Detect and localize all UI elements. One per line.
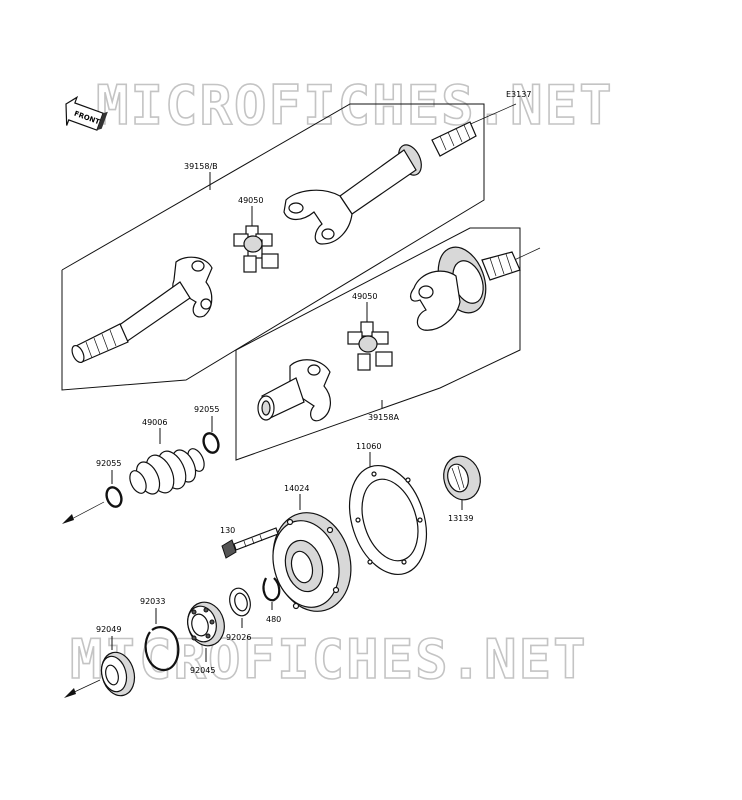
label-92026: 92026 — [226, 633, 251, 642]
watermark-bottom: MICROFICHES.NET — [70, 628, 588, 691]
label-92049: 92049 — [96, 625, 121, 634]
boot-49006 — [129, 428, 205, 495]
watermark-top: MICROFICHES.NET — [96, 74, 614, 137]
label-39158B: 39158/B — [184, 162, 218, 171]
bolt-130 — [221, 527, 279, 559]
label-92055-right: 92055 — [194, 405, 219, 414]
shaft-box-upper — [61, 103, 517, 391]
universal-joint-49050-lower — [347, 302, 393, 371]
label-92045: 92045 — [190, 666, 215, 675]
universal-joint-49050-upper — [233, 206, 279, 273]
shaft-39158B-right — [283, 121, 477, 245]
housing-14024 — [272, 494, 352, 612]
label-11060: 11060 — [356, 442, 381, 451]
label-92033: 92033 — [140, 597, 165, 606]
nut-13139 — [443, 455, 481, 510]
label-49050-upper: 49050 — [238, 196, 263, 205]
label-49006: 49006 — [142, 418, 167, 427]
label-14024: 14024 — [284, 484, 309, 493]
diagram-code: E3137 — [506, 90, 531, 99]
front-arrow-icon: FRONT — [65, 95, 108, 131]
oil-seal-92049 — [64, 636, 136, 698]
label-480: 480 — [266, 615, 281, 624]
shaft-39158A-right — [410, 246, 521, 331]
circlip-92033 — [144, 608, 180, 672]
shaft-39158B-left — [71, 256, 213, 364]
label-39158A: 39158A — [368, 413, 399, 422]
shaft-39158A-left — [257, 359, 331, 422]
snap-ring-480 — [262, 577, 281, 610]
washer-92026 — [229, 587, 251, 628]
label-130: 130 — [220, 526, 235, 535]
gasket-11060 — [349, 452, 427, 576]
label-92055-left: 92055 — [96, 459, 121, 468]
label-49050-lower: 49050 — [352, 292, 377, 301]
bearing-92045 — [187, 601, 225, 662]
label-13139: 13139 — [448, 514, 473, 523]
clamp-92055-left — [62, 470, 123, 524]
clamp-92055-right — [202, 416, 220, 454]
